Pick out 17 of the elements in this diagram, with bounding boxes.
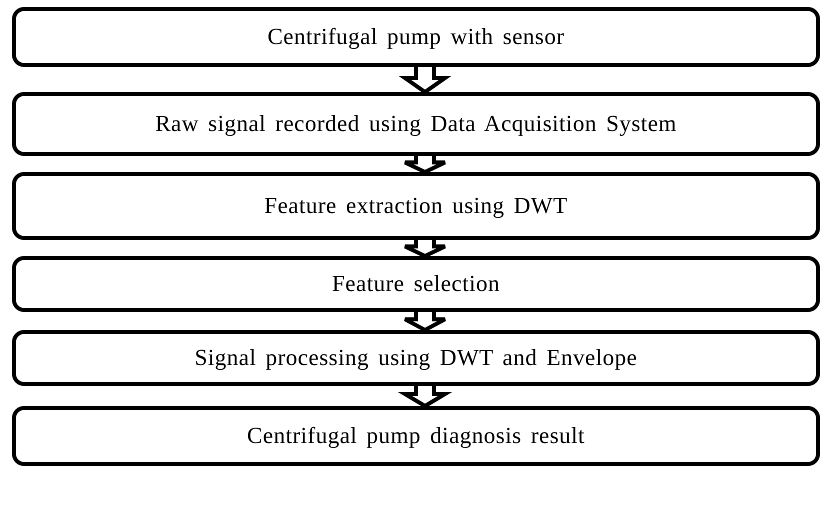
step-label: Feature extraction using DWT (264, 193, 568, 219)
block-arrow (398, 65, 452, 94)
process-box (12, 256, 820, 312)
step-label: Centrifugal pump with sensor (267, 24, 565, 50)
block-arrow (398, 384, 452, 408)
process-box (12, 172, 820, 240)
process-box (12, 7, 820, 67)
process-box (12, 406, 820, 466)
process-box (12, 92, 820, 156)
block-arrow (403, 238, 447, 258)
block-arrow (403, 310, 447, 332)
step-label: Raw signal recorded using Data Acquisition System (155, 111, 677, 137)
block-arrow (403, 154, 447, 174)
process-box (12, 330, 820, 386)
step-label: Signal processing using DWT and Envelope (194, 345, 638, 371)
step-label: Centrifugal pump diagnosis result (247, 423, 585, 449)
step-label: Feature selection (332, 271, 500, 297)
